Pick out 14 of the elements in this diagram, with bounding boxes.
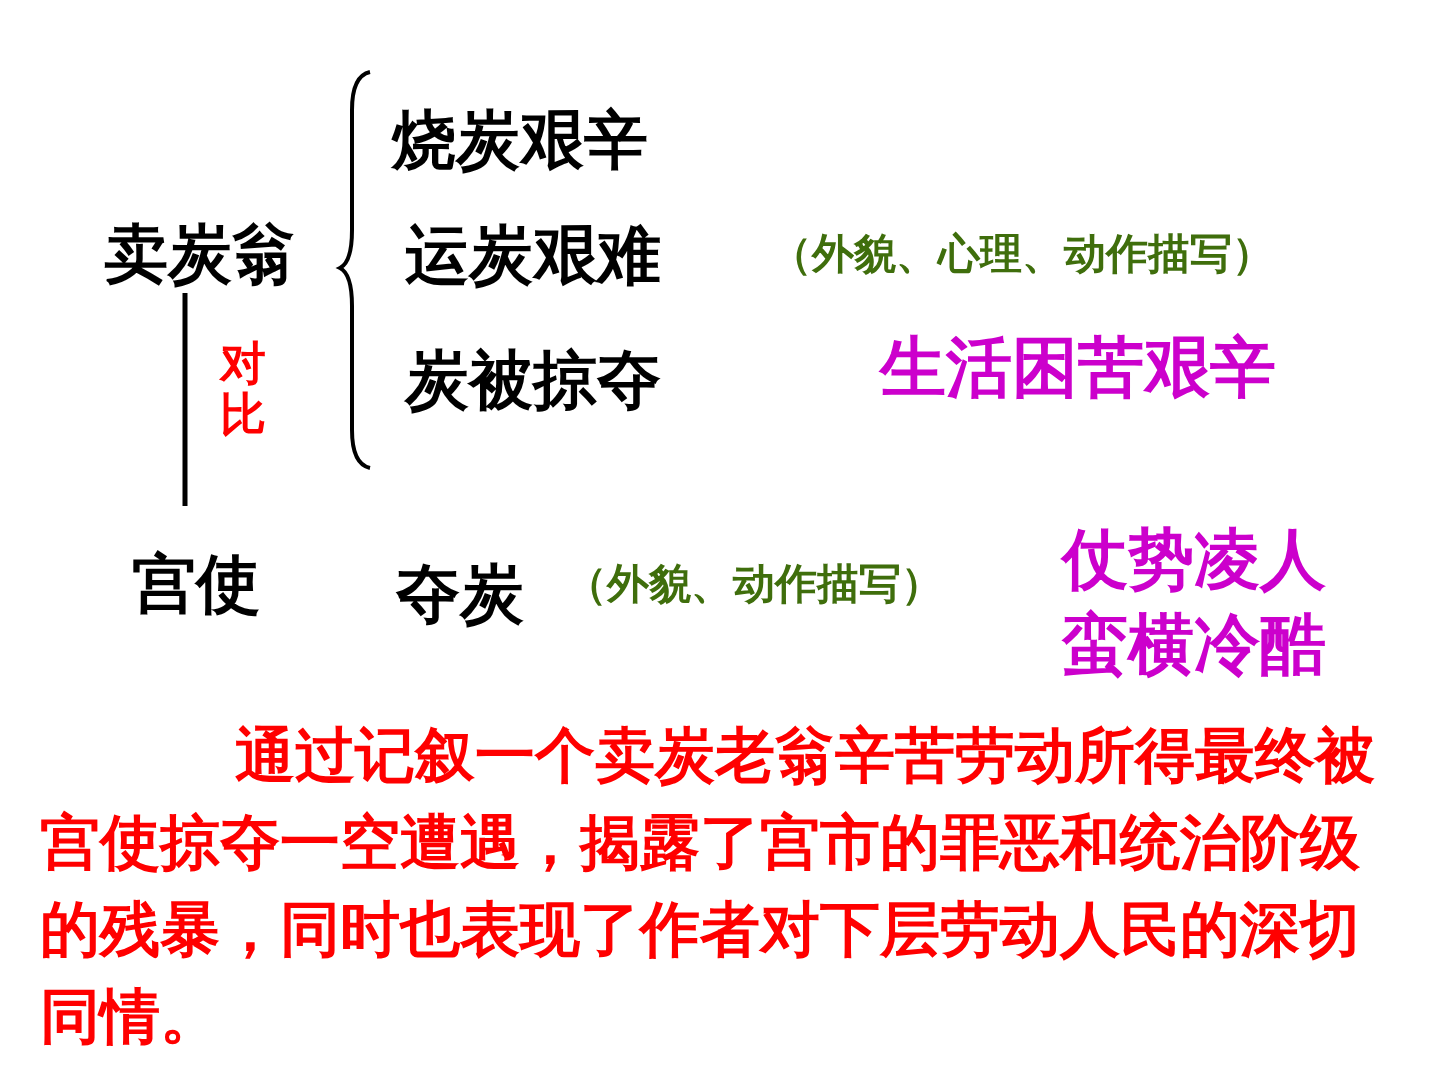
note-text: （外貌、心理、动作描写）	[770, 228, 1274, 280]
edge-label: 对比	[220, 338, 266, 440]
topic-text: 卖炭翁	[92, 215, 308, 293]
topic-text: 炭被掠夺	[405, 342, 661, 419]
summary-text: 蛮横冷酷	[1062, 605, 1326, 685]
topic-text: 烧炭艰辛	[392, 102, 648, 179]
summary-text: 生活困苦艰辛	[880, 328, 1276, 408]
summary-text: 仗势凌人	[1062, 520, 1326, 600]
topic-text: 夺炭	[396, 556, 524, 633]
note-text: （外貌、动作描写）	[565, 558, 944, 610]
connector-line	[182, 293, 188, 506]
topic-text: 运炭艰难	[405, 217, 661, 294]
topic-text: 宫使	[122, 548, 270, 620]
conclusion-paragraph: 通过记叙一个卖炭老翁辛苦劳动所得最终被宫使掠夺一空遭遇，揭露了宫市的罪恶和统治阶级的残暴，同时也表现了作者对下层劳动人民的深切同情。	[40, 719, 1376, 1053]
